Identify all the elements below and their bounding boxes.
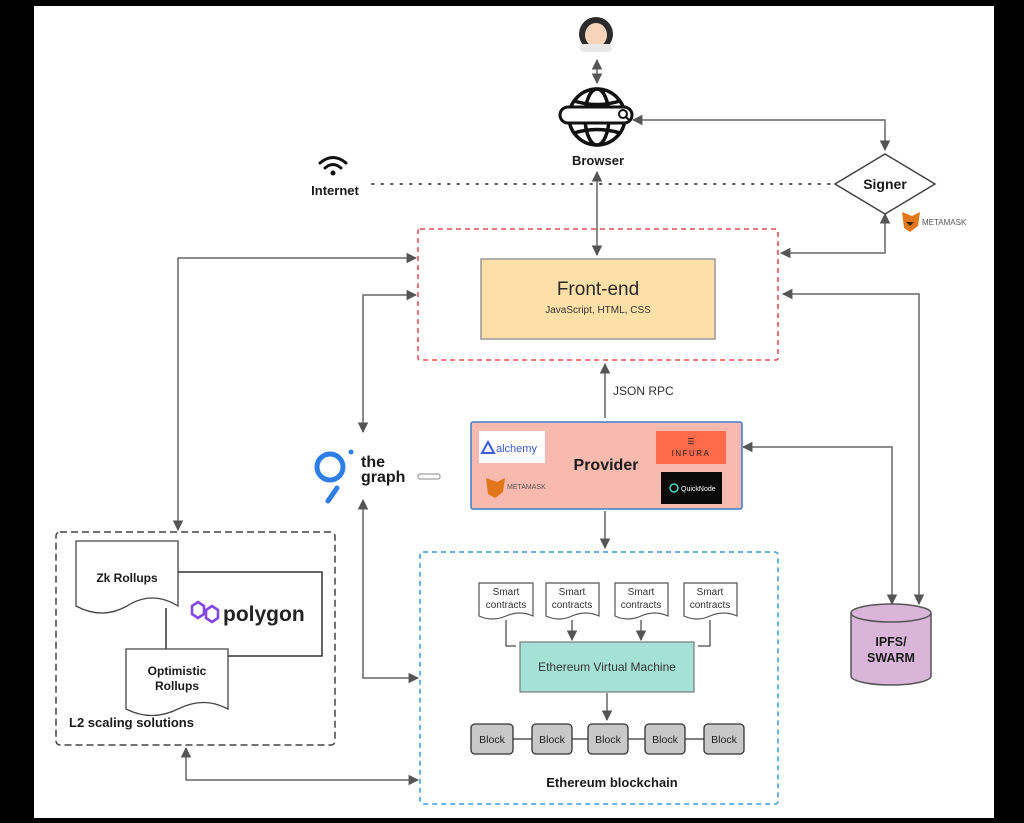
smart-contract-doc [683, 582, 738, 620]
block [531, 723, 573, 755]
frontend-title: Front-end [557, 279, 639, 300]
ipfs-swarm-cylinder [850, 603, 932, 686]
smart-contract-label-line1: Smart [493, 587, 520, 598]
infura-icon: ☰ [687, 437, 694, 446]
arrow-browser-signer [631, 114, 891, 152]
block-label: Block [539, 734, 565, 746]
infura-logo [656, 431, 726, 464]
thegraph-connector-stub [417, 473, 441, 480]
block [703, 723, 745, 755]
alchemy-logo-text: alchemy [496, 443, 537, 455]
frontend-subtitle: JavaScript, HTML, CSS [545, 305, 651, 316]
smart-contract-label-line2: contracts [486, 600, 527, 611]
quicknode-logo [661, 472, 722, 504]
internet-label: Internet [311, 183, 359, 198]
smart-contract-label-line1: Smart [628, 587, 655, 598]
signer-label: Signer [863, 176, 907, 192]
provider-metamask-text: METAMASK [507, 484, 546, 491]
block-label: Block [479, 734, 505, 746]
optimistic-rollups-label-line2: Rollups [155, 679, 199, 693]
smart-contract-label-line1: Smart [697, 587, 724, 598]
thegraph-label-line2: graph [361, 469, 405, 486]
signer-wallet-label: METAMASK [922, 218, 967, 227]
smart-contract-label-line2: contracts [621, 600, 662, 611]
block [470, 723, 514, 755]
arrow-l2-frontend [172, 252, 418, 532]
signer-diamond [833, 153, 937, 215]
provider-title: Provider [574, 457, 639, 474]
blockchain-dashed-container [419, 551, 779, 805]
ipfs-label-line2: SWARM [867, 651, 915, 665]
blocks [470, 723, 745, 755]
l2-title: L2 scaling solutions [69, 715, 194, 730]
ipfs-label-line1: IPFS/ [875, 635, 907, 649]
provider-metamask-fox-icon [486, 478, 505, 498]
arrow-graph-frontend [357, 289, 418, 434]
smart-contract-doc [614, 582, 669, 620]
optimistic-rollups-document [125, 648, 229, 717]
zk-rollups-label: Zk Rollups [96, 571, 158, 585]
connectors [165, 58, 925, 786]
block-label: Block [652, 734, 678, 746]
smart-contract-label-line2: contracts [552, 600, 593, 611]
optimistic-rollups-label-line1: Optimistic [148, 664, 207, 678]
arrow-ipfs-provider [741, 441, 898, 606]
smart-contract-doc [478, 582, 534, 620]
metamask-fox-icon [902, 212, 920, 232]
quicknode-icon [669, 483, 679, 493]
block [644, 723, 686, 755]
arrow-l2-blockchain [180, 746, 420, 786]
block-label: Block [711, 734, 737, 746]
smart-contract-label-line1: Smart [559, 587, 586, 598]
polygon-card [178, 578, 318, 648]
alchemy-icon [480, 439, 496, 454]
evm-box [519, 641, 695, 693]
thegraph-logo-icon [314, 449, 354, 504]
block [587, 723, 629, 755]
polygon-logo-text: polygon [223, 603, 305, 626]
arrow-signer-frontend [779, 212, 891, 259]
smart-contract-docs [478, 582, 738, 620]
json-rpc-label: JSON RPC [613, 384, 674, 398]
smart-contract-doc [545, 582, 600, 620]
frontend-box [480, 258, 716, 340]
block-label: Block [595, 734, 621, 746]
quicknode-logo-text: QuickNode [681, 486, 716, 493]
arrow-graph-blockchain [357, 498, 420, 684]
evm-label: Ethereum Virtual Machine [538, 660, 676, 674]
wifi-icon [318, 156, 348, 176]
user-icon [579, 17, 613, 52]
infura-logo-text: INFURA [672, 449, 711, 458]
blockchain-title: Ethereum blockchain [546, 775, 678, 790]
frontend-dashed-container [417, 228, 779, 361]
thegraph-label-line1: the [361, 454, 385, 471]
arrow-ipfs-frontend [781, 288, 925, 606]
zk-rollups-document [75, 540, 179, 614]
smart-contract-label-line2: contracts [690, 600, 731, 611]
l2-dashed-container [55, 531, 336, 746]
polygon-logo-icon [190, 600, 220, 624]
browser-globe-icon [558, 87, 634, 147]
browser-label: Browser [572, 153, 624, 168]
